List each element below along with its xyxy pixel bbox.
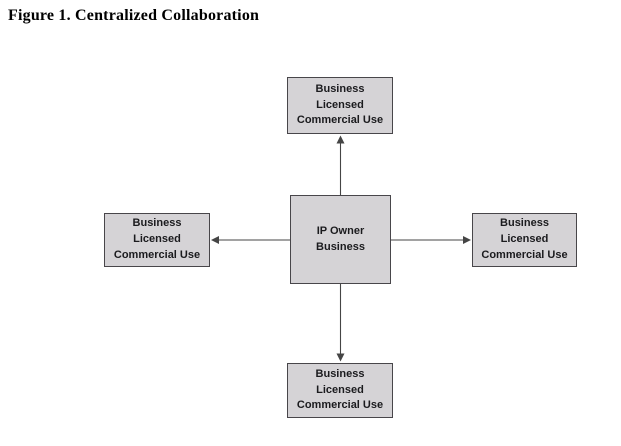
node-label: Business Licensed Commercial Use (296, 367, 384, 412)
node-label: Business Licensed Commercial Use (113, 217, 201, 261)
diagram-node-right: Business Licensed Commercial Use (472, 213, 577, 267)
diagram-node-center: IP Owner Business (290, 195, 391, 284)
node-label: IP Owner Business (316, 224, 365, 253)
figure-title: Figure 1. Centralized Collaboration (8, 7, 260, 24)
diagram-node-left: Business Licensed Commercial Use (104, 213, 210, 267)
diagram-node-bottom: Business Licensed Commercial Use (287, 363, 393, 418)
diagram-node-top: Business Licensed Commercial Use (287, 77, 393, 134)
node-label: Business Licensed Commercial Use (481, 217, 568, 261)
node-label: Business Licensed Commercial Use (296, 82, 384, 127)
